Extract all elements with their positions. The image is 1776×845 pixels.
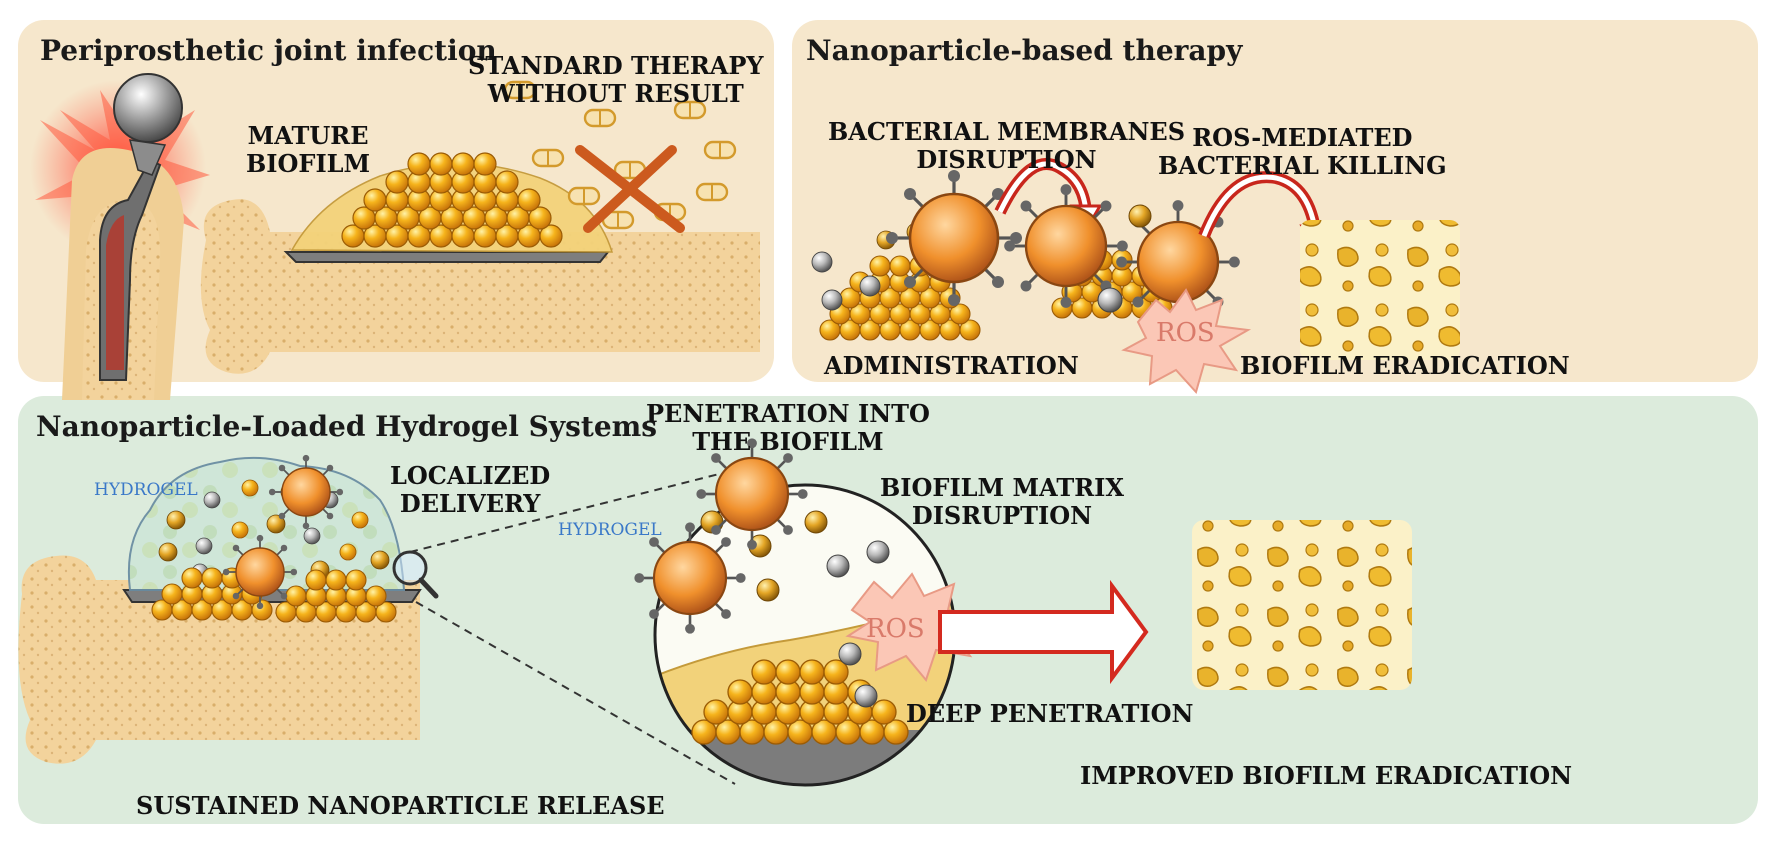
ros-label-small: ROS	[1156, 318, 1215, 348]
eradicated-biofilm-2	[1192, 520, 1412, 690]
panel3-title: Nanoparticle-Loaded Hydrogel Systems	[36, 410, 658, 443]
biofilm-eradication-label: BIOFILM ERADICATION	[1240, 351, 1570, 380]
hydrogel-label-left: HYDROGEL	[94, 480, 198, 500]
mature-biofilm-cluster	[341, 152, 563, 248]
panel1-title: Periprosthetic joint infection	[40, 34, 497, 67]
hydrogel-label-zoom: HYDROGEL	[558, 520, 662, 540]
sustained-release-label: SUSTAINED NANOPARTICLE RELEASE	[136, 791, 665, 820]
ros-burst-small	[1121, 288, 1252, 395]
improved-eradication-label: IMPROVED BIOFILM ERADICATION	[1080, 761, 1573, 790]
deep-penetration-label: DEEP PENETRATION	[906, 699, 1194, 728]
administration-cluster	[811, 168, 1024, 341]
cross-mark-icon	[575, 145, 685, 233]
ros-label-large: ROS	[866, 614, 925, 644]
panel2-title: Nanoparticle-based therapy	[806, 34, 1243, 67]
block-arrow-icon	[938, 579, 1149, 685]
administration-label: ADMINISTRATION	[824, 351, 1079, 380]
disruption-cluster	[1002, 182, 1242, 326]
hip-implant-illustration	[30, 73, 210, 400]
eradicated-biofilm-1	[1300, 220, 1460, 360]
zoom-guide-lines	[409, 469, 736, 785]
